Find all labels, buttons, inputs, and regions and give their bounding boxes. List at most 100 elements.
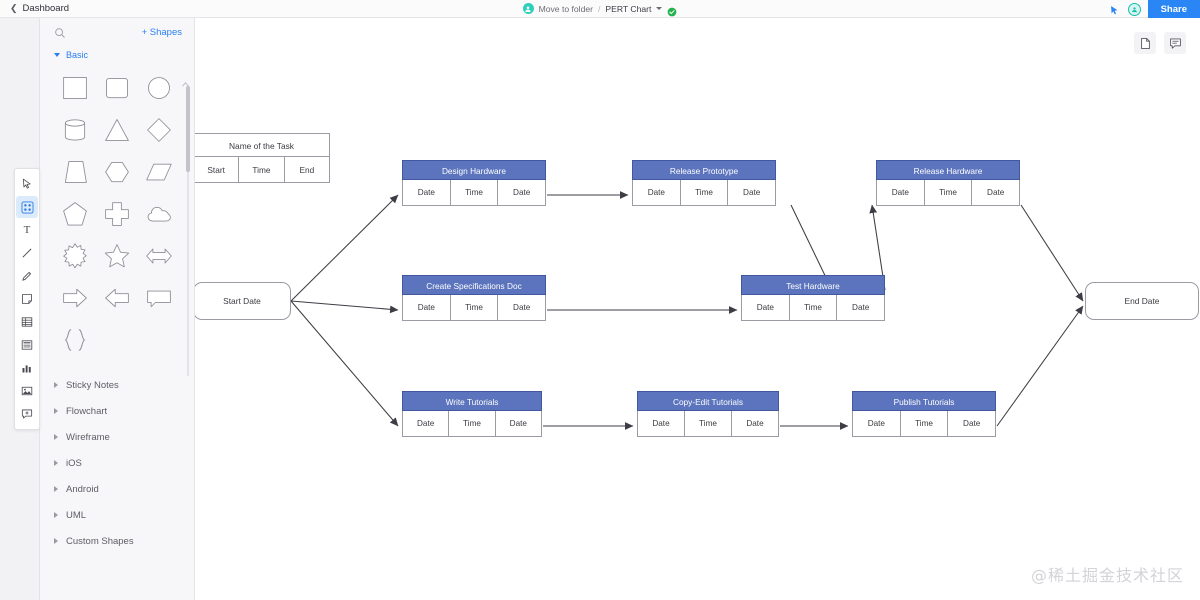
shapes-grid-icon[interactable]	[16, 196, 38, 218]
category-label: Android	[66, 483, 99, 495]
breadcrumb[interactable]: ❮ Dashboard	[0, 3, 69, 14]
panel-scroll-track	[187, 86, 189, 376]
node-label: End Date	[1124, 296, 1160, 306]
triangle-shape[interactable]	[96, 112, 138, 148]
square-shape[interactable]	[54, 70, 96, 106]
star-shape[interactable]	[96, 238, 138, 274]
cylinder-shape[interactable]	[54, 112, 96, 148]
node-cell-start: Date	[876, 180, 925, 206]
speech-bubble-icon[interactable]	[1164, 32, 1186, 54]
shape-categories: Sticky Notes Flowchart Wireframe iOS And…	[40, 366, 194, 554]
pentagon-shape[interactable]	[54, 196, 96, 232]
node-cell-end: Date	[498, 295, 547, 321]
line-icon[interactable]	[16, 242, 38, 264]
cursor-pointer-icon[interactable]	[1109, 3, 1121, 15]
document-title[interactable]: PERT Chart	[605, 3, 652, 14]
node-design-hardware[interactable]: Design Hardware Date Time Date	[402, 160, 547, 206]
text-icon[interactable]: T	[23, 224, 31, 236]
category-wireframe[interactable]: Wireframe	[54, 424, 194, 450]
circle-shape[interactable]	[138, 70, 180, 106]
bar-chart-icon[interactable]	[16, 357, 38, 379]
node-publish-tutorials[interactable]: Publish Tutorials Date Time Date	[852, 391, 997, 437]
add-comment-icon[interactable]	[16, 403, 38, 425]
move-to-folder-button[interactable]: Move to folder	[538, 3, 594, 14]
shapes-section-basic[interactable]: Basic	[40, 46, 194, 66]
add-shapes-button[interactable]: + Shapes	[141, 26, 182, 38]
node-cell-start: Date	[402, 180, 451, 206]
node-copy-edit-tutorials[interactable]: Copy-Edit Tutorials Date Time Date	[637, 391, 779, 437]
category-label: UML	[66, 509, 87, 521]
legend-col-start: Start	[195, 157, 240, 183]
starburst-shape[interactable]	[54, 238, 96, 274]
node-end-date[interactable]: End Date	[1085, 282, 1199, 320]
category-label: iOS	[66, 457, 82, 469]
category-sticky-notes[interactable]: Sticky Notes	[54, 372, 194, 398]
panel-scrollbar[interactable]	[186, 86, 190, 172]
table-icon[interactable]	[16, 311, 38, 333]
parallelogram-shape[interactable]	[138, 154, 180, 190]
image-icon[interactable]	[16, 380, 38, 402]
left-arrow-shape[interactable]	[96, 280, 138, 316]
cloud-shape[interactable]	[138, 196, 180, 232]
node-cell-time: Time	[680, 180, 729, 206]
category-label: Custom Shapes	[66, 535, 134, 547]
legend-title: Name of the Task	[195, 133, 330, 157]
chevron-right-icon	[54, 382, 58, 388]
trapezoid-shape[interactable]	[54, 154, 96, 190]
pencil-icon[interactable]	[16, 265, 38, 287]
chevron-up-icon[interactable]	[181, 76, 190, 87]
edge-start-create-spec	[290, 300, 399, 314]
node-cell-time: Time	[900, 411, 949, 437]
hexagon-shape[interactable]	[96, 154, 138, 190]
dashboard-link[interactable]: Dashboard	[22, 3, 70, 14]
node-title: Copy-Edit Tutorials	[637, 391, 779, 411]
document-title-group: Move to folder / PERT Chart	[0, 3, 1200, 16]
collaborator-avatar-icon[interactable]	[1127, 2, 1141, 16]
node-title: Publish Tutorials	[852, 391, 996, 411]
shapes-panel: + Shapes Basic	[40, 18, 195, 600]
node-title: Release Prototype	[632, 160, 776, 180]
page-icon[interactable]	[1134, 32, 1156, 54]
chevron-down-icon[interactable]	[656, 7, 663, 10]
legend-node[interactable]: Name of the Task Start Time End	[195, 133, 330, 183]
node-columns: Date Time Date	[852, 411, 997, 437]
right-arrow-shape[interactable]	[54, 280, 96, 316]
node-cell-time: Time	[924, 180, 973, 206]
category-custom-shapes[interactable]: Custom Shapes	[54, 528, 194, 554]
search-icon[interactable]	[54, 26, 67, 39]
brace-shape[interactable]	[54, 322, 96, 358]
speech-bubble-shape[interactable]	[138, 280, 180, 316]
node-release-hardware[interactable]: Release Hardware Date Time Date	[876, 160, 1021, 206]
node-test-hardware[interactable]: Test Hardware Date Time Date	[741, 275, 886, 321]
chevron-left-icon[interactable]: ❮	[10, 3, 18, 13]
cross-shape[interactable]	[96, 196, 138, 232]
category-ios[interactable]: iOS	[54, 450, 194, 476]
double-arrow-shape[interactable]	[138, 238, 180, 274]
diamond-shape[interactable]	[138, 112, 180, 148]
edge-release-hardware-end	[1020, 204, 1084, 302]
node-cell-start: Date	[741, 295, 790, 321]
sticky-note-icon[interactable]	[16, 288, 38, 310]
category-uml[interactable]: UML	[54, 502, 194, 528]
node-cell-start: Date	[402, 295, 451, 321]
node-cell-end: Date	[948, 411, 997, 437]
legend-col-time: Time	[239, 157, 285, 183]
share-button[interactable]: Share	[1147, 0, 1200, 18]
top-bar: ❮ Dashboard Move to folder / PERT Chart …	[0, 0, 1200, 18]
edge-start-design-hardware	[290, 194, 399, 302]
node-label: Start Date	[223, 296, 261, 306]
legend-columns: Start Time End	[195, 157, 330, 183]
node-create-specifications-doc[interactable]: Create Specifications Doc Date Time Date	[402, 275, 547, 321]
rounded-square-shape[interactable]	[96, 70, 138, 106]
node-release-prototype[interactable]: Release Prototype Date Time Date	[632, 160, 777, 206]
node-cell-start: Date	[402, 411, 450, 437]
node-cell-end: Date	[495, 411, 542, 437]
user-avatar-icon	[522, 3, 534, 14]
category-flowchart[interactable]: Flowchart	[54, 398, 194, 424]
cursor-arrow-icon[interactable]	[16, 173, 38, 195]
node-start-date[interactable]: Start Date	[195, 282, 291, 320]
node-write-tutorials[interactable]: Write Tutorials Date Time Date	[402, 391, 542, 437]
category-android[interactable]: Android	[54, 476, 194, 502]
diagram-canvas[interactable]: Name of the Task Start Time End Start Da…	[195, 18, 1200, 600]
container-icon[interactable]	[16, 334, 38, 356]
